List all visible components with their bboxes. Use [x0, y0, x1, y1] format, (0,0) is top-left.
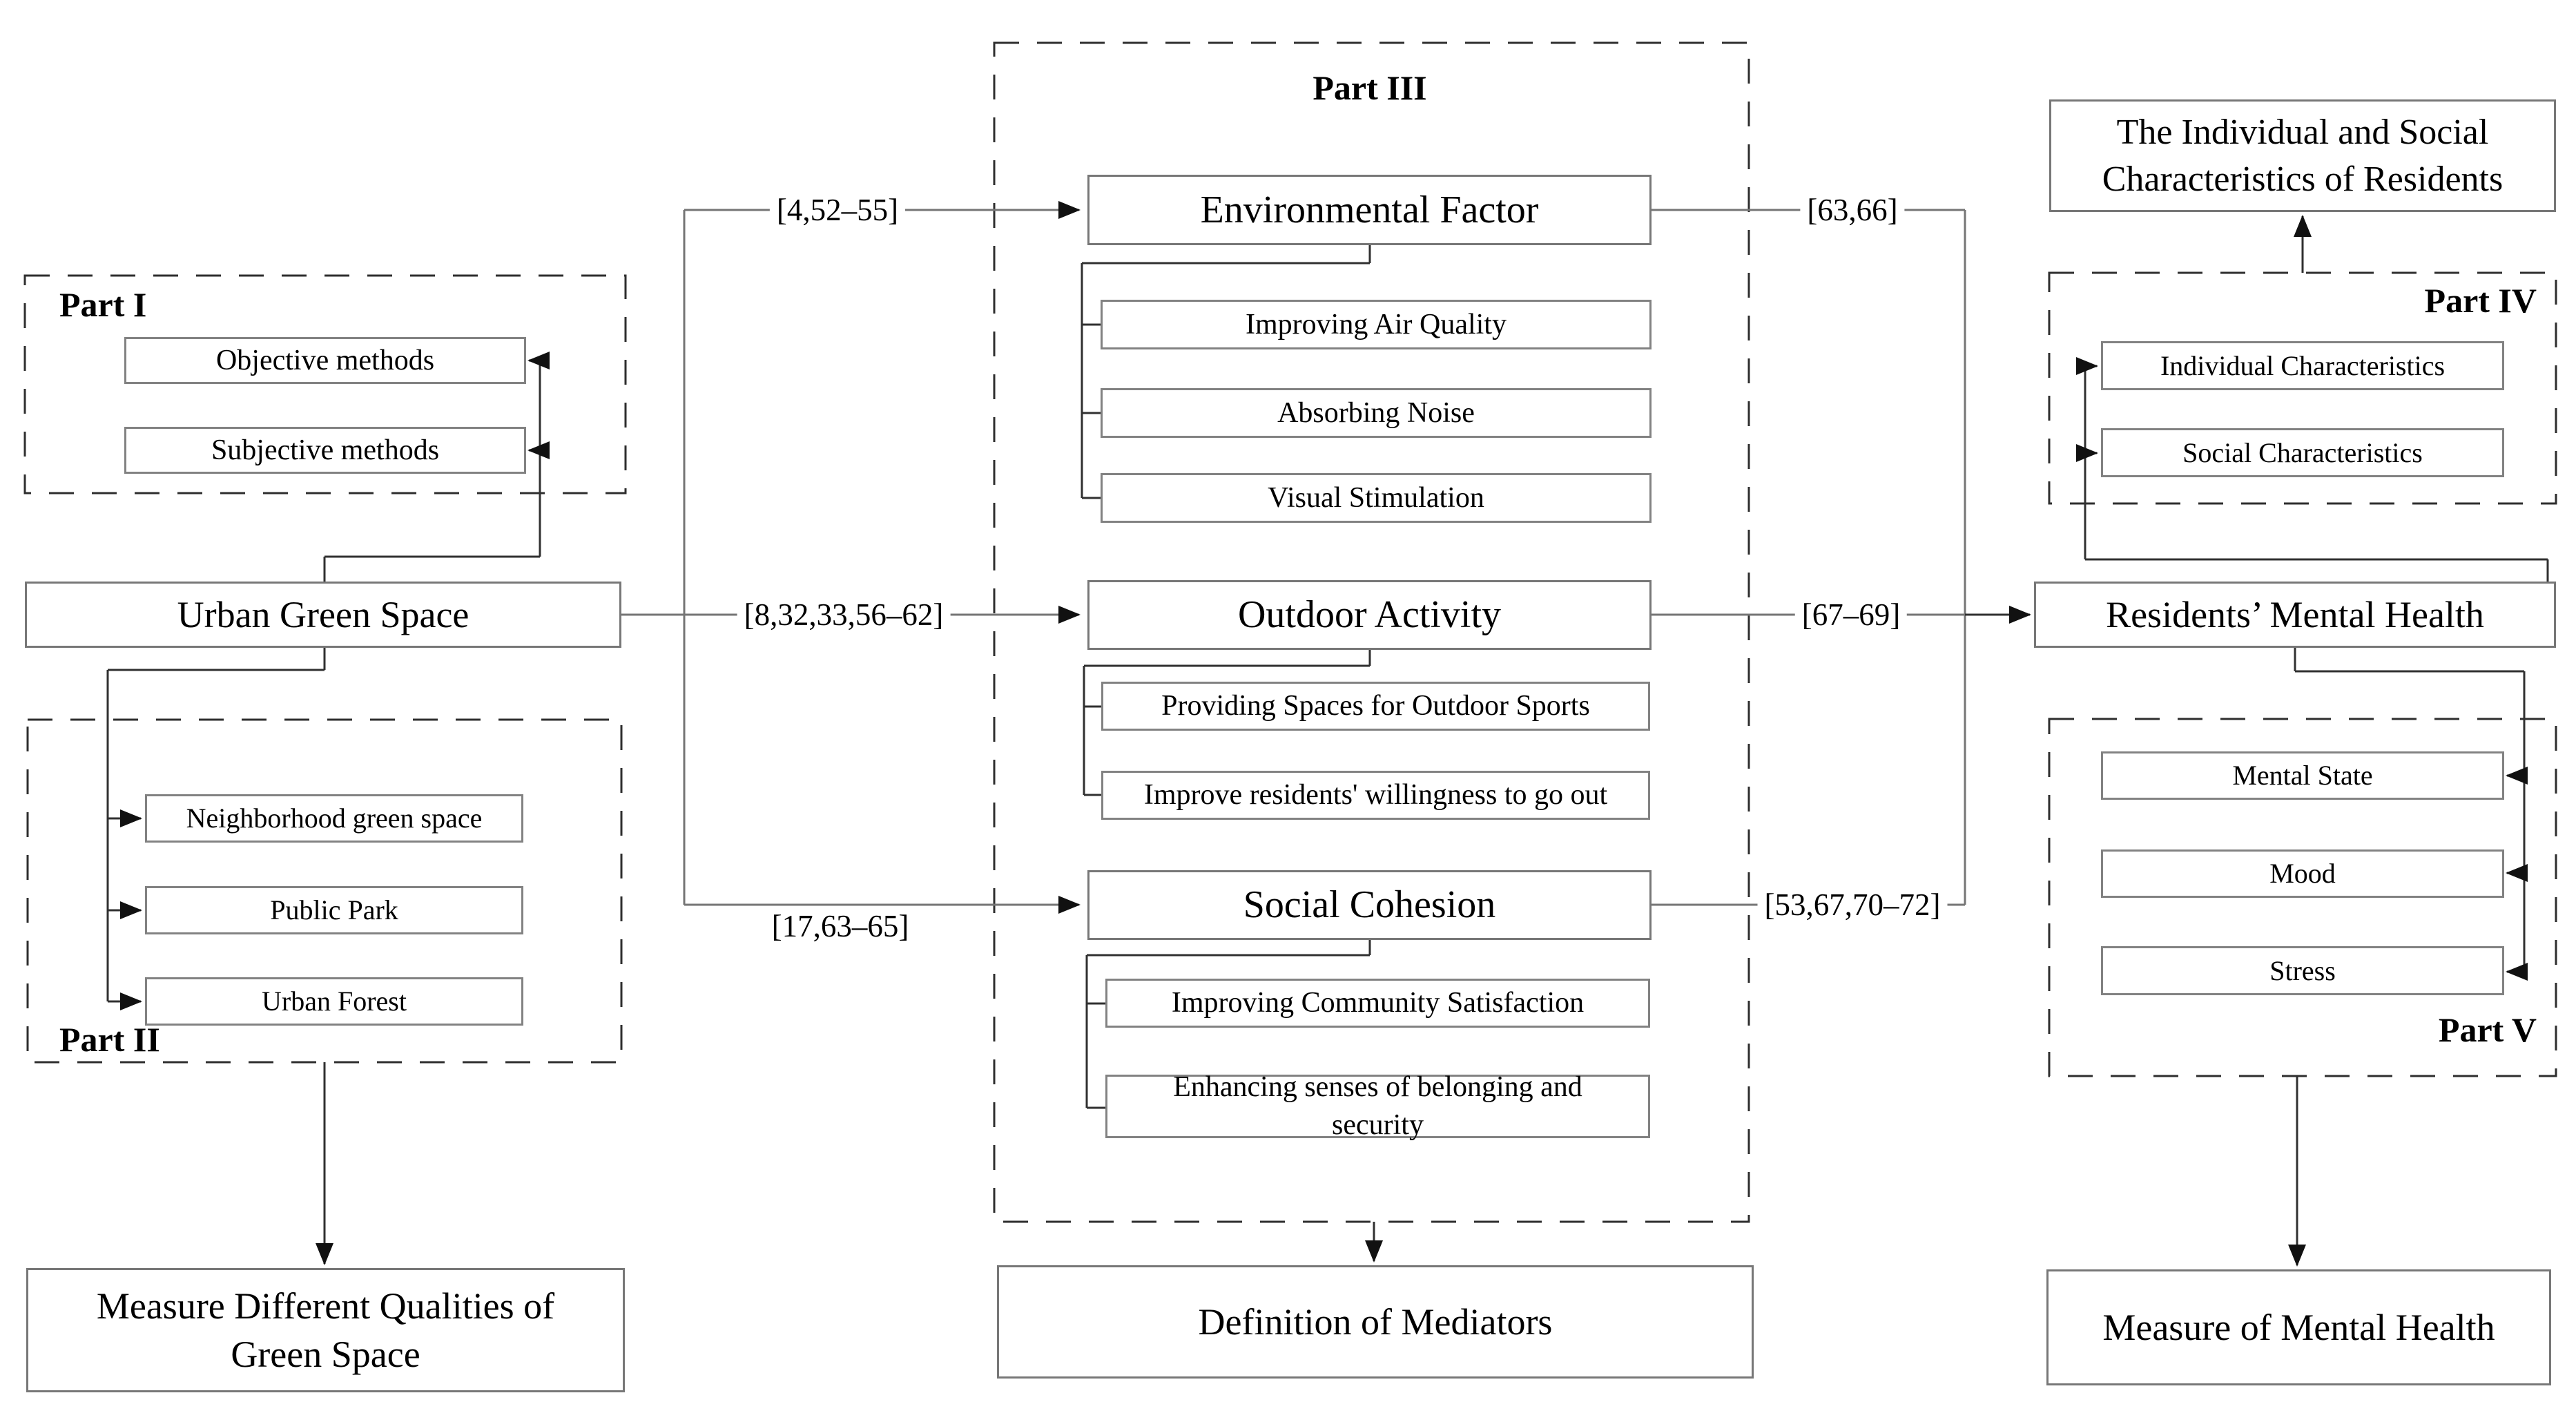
node-individual-characteristics: Individual Characteristics	[2101, 341, 2504, 390]
node-measure-mental-health: Measure of Mental Health	[2046, 1269, 2551, 1385]
node-definition-of-mediators: Definition of Mediators	[997, 1265, 1754, 1379]
part5-label: Part V	[2438, 1010, 2537, 1049]
node-improve-willingness: Improve residents' willingness to go out	[1101, 771, 1650, 820]
node-environmental-factor: Environmental Factor	[1087, 175, 1652, 245]
node-enhancing-belonging: Enhancing senses of belonging and securi…	[1105, 1071, 1650, 1141]
node-urban-green-space: Urban Green Space	[25, 582, 621, 648]
node-subjective-methods: Subjective methods	[124, 427, 526, 474]
connectors-dark	[106, 215, 2549, 1267]
citation-outdoor-out: [67–69]	[1794, 595, 1908, 635]
node-mood: Mood	[2101, 849, 2504, 898]
citation-social-out: [53,67,70–72]	[1757, 885, 1948, 925]
node-stress: Stress	[2101, 946, 2504, 995]
citation-social-in: [17,63–65]	[764, 906, 916, 946]
part3-dashed-frame	[993, 41, 1750, 1223]
part5-dashed-frame	[2048, 718, 2557, 1077]
citation-env-in: [4,52–55]	[769, 190, 906, 230]
part1-dashed-frame	[23, 274, 627, 494]
node-outdoor-activity: Outdoor Activity	[1087, 580, 1652, 650]
node-mental-state: Mental State	[2101, 751, 2504, 800]
part3-label: Part III	[1313, 68, 1427, 107]
node-improving-air-quality: Improving Air Quality	[1101, 300, 1652, 349]
part2-label: Part II	[59, 1020, 160, 1059]
node-individual-social-residents-label: The Individual and Social Characteristic…	[2102, 112, 2504, 199]
node-public-park: Public Park	[145, 886, 523, 934]
node-social-characteristics: Social Characteristics	[2101, 428, 2504, 477]
node-improving-community-satisfaction: Improving Community Satisfaction	[1105, 979, 1650, 1028]
node-residents-mental-health: Residents’ Mental Health	[2034, 582, 2556, 648]
node-objective-methods: Objective methods	[124, 337, 526, 384]
part1-label: Part I	[59, 285, 147, 324]
part4-dashed-frame	[2048, 271, 2557, 505]
node-urban-forest: Urban Forest	[145, 977, 523, 1026]
node-visual-stimulation: Visual Stimulation	[1101, 473, 1652, 523]
node-individual-social-residents: The Individual and Social Characteristic…	[2049, 99, 2556, 212]
node-neighborhood-green-space: Neighborhood green space	[145, 794, 523, 843]
part4-label: Part IV	[2424, 281, 2537, 320]
node-providing-spaces: Providing Spaces for Outdoor Sports	[1101, 682, 1650, 731]
node-social-cohesion: Social Cohesion	[1087, 870, 1652, 940]
citation-env-out: [63,66]	[1800, 190, 1905, 230]
node-absorbing-noise: Absorbing Noise	[1101, 388, 1652, 438]
citation-outdoor-in: [8,32,33,56–62]	[737, 595, 951, 635]
node-enhancing-belonging-label: Enhancing senses of belonging and securi…	[1173, 1071, 1582, 1141]
node-measure-green-space-label: Measure Different Qualities of Green Spa…	[96, 1285, 555, 1375]
node-measure-green-space: Measure Different Qualities of Green Spa…	[26, 1268, 625, 1392]
